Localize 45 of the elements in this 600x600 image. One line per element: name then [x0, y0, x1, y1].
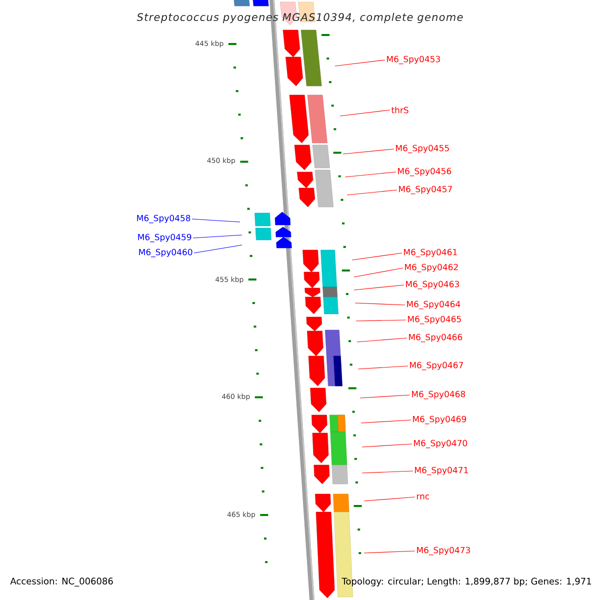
leader-line	[364, 550, 416, 554]
leader-line	[334, 60, 386, 66]
accession-text: Accession: NC_006086	[10, 578, 113, 586]
leader-line	[192, 218, 240, 222]
leader-line	[360, 420, 412, 424]
leader-line	[354, 268, 404, 278]
gene-label: M6_Spy0460	[139, 248, 192, 258]
gene-label: thrS	[391, 106, 408, 114]
leader-line	[346, 190, 398, 196]
gene-label: M6_Spy0453	[387, 56, 440, 64]
gene-label: M6_Spy0456	[398, 168, 452, 176]
leader-line	[362, 444, 412, 448]
gene-label: M6_Spy0463	[406, 280, 459, 290]
genome-info-text: Topology: circular; Length: 1,899,877 bp; Genes: 1,971	[342, 578, 591, 586]
leader-line	[192, 234, 242, 238]
leader-line	[356, 320, 406, 322]
gene-label: M6_Spy0459	[138, 234, 192, 242]
gene-label: M6_Spy0458	[137, 214, 190, 224]
gene-label: rnc	[416, 494, 430, 500]
leader-line	[340, 110, 390, 116]
gene-label: M6_Spy0464	[407, 300, 460, 310]
leader-line	[358, 366, 408, 370]
gene-label: M6_Spy0465	[408, 316, 461, 324]
gene-label: M6_Spy0471	[415, 466, 468, 476]
gene-label: M6_Spy0462	[405, 264, 458, 272]
leader-line	[362, 470, 414, 474]
leader-line	[354, 284, 404, 290]
gene-label: M6_Spy0469	[413, 416, 466, 424]
leader-line	[356, 338, 408, 342]
leader-line	[194, 244, 242, 254]
gene-label: M6_Spy0461	[404, 248, 457, 258]
gene-label: M6_Spy0468	[412, 390, 466, 400]
gene-label: M6_Spy0466	[409, 334, 462, 342]
leader-line	[344, 172, 396, 178]
leader-line	[342, 148, 394, 154]
gene-label: M6_Spy0470	[414, 440, 468, 448]
gene-label: M6_Spy0455	[396, 144, 449, 154]
leader-line	[364, 496, 416, 502]
leader-line	[354, 302, 406, 306]
gene-label: M6_Spy0467	[410, 362, 463, 370]
gene-label: M6_Spy0473	[417, 546, 470, 556]
gene-label: M6_Spy0457	[399, 186, 452, 194]
title: Streptococcus pyogenes MGAS10394, complete genome	[136, 12, 463, 24]
leader-line	[360, 394, 410, 398]
leader-line	[352, 252, 402, 260]
